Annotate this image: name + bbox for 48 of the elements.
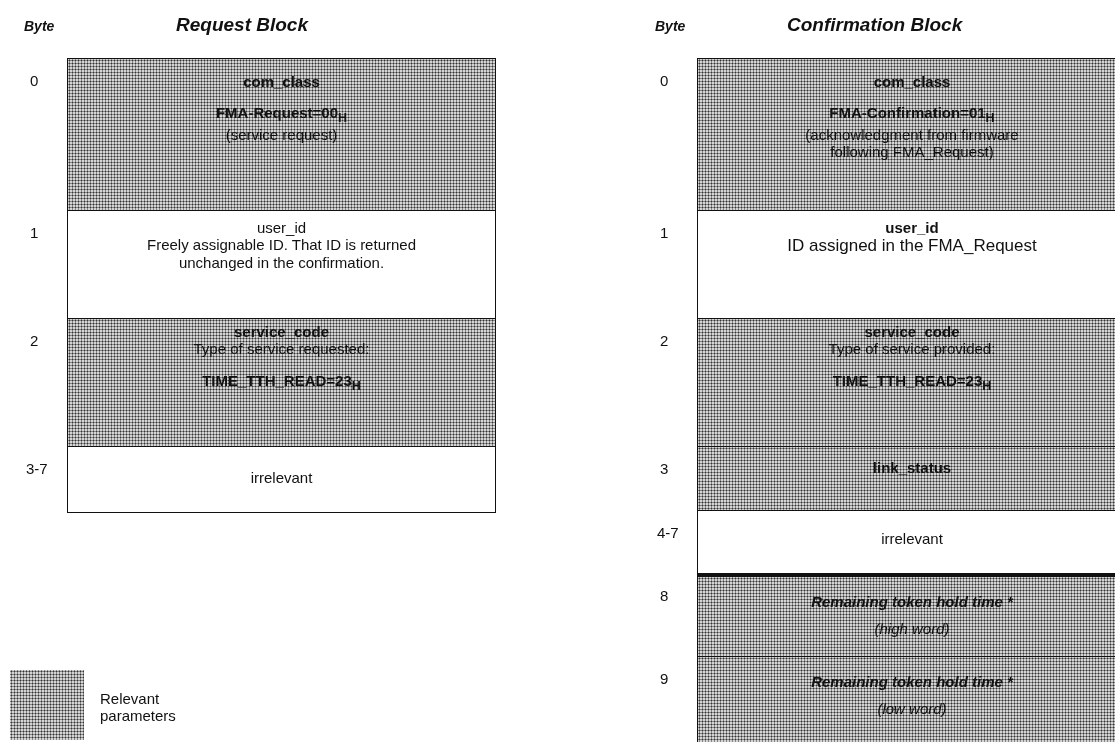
- field-name: user_id: [256, 219, 307, 237]
- field-description: TIME_TTH_READ=23$_{H}$: [202, 371, 361, 393]
- field-box: [67, 210, 496, 319]
- field-box: [67, 446, 496, 513]
- field-name: user_id: [885, 219, 939, 237]
- shaded-field-box: [67, 318, 496, 447]
- field-name: link_status: [872, 459, 952, 477]
- shaded-field-box: [697, 573, 1115, 657]
- legend-label: Relevant parameters: [100, 690, 177, 724]
- byte-number: 2: [30, 332, 39, 349]
- field-description: Type of service provided:: [828, 340, 996, 358]
- byte-number: 1: [30, 224, 39, 241]
- field-description: Freely assignable ID. That ID is returned unchanged in the confirmation.: [146, 236, 417, 271]
- column-heading: Byte: [655, 18, 686, 34]
- byte-number: 4-7: [657, 524, 679, 541]
- byte-number: 3-7: [26, 460, 48, 477]
- field-name: irrelevant: [250, 469, 313, 487]
- byte-number: 1: [660, 224, 669, 241]
- shaded-field-box: [697, 318, 1115, 447]
- shaded-field-box: [697, 656, 1115, 742]
- field-name: service_code: [864, 323, 960, 341]
- field-name: com_class: [243, 73, 320, 91]
- block-title: Request Block: [176, 14, 308, 36]
- shaded-field-box: [697, 446, 1115, 511]
- field-description: ID assigned in the FMA_Request: [787, 236, 1037, 256]
- field-name: irrelevant: [881, 530, 943, 548]
- block-title: Confirmation Block: [787, 14, 963, 36]
- field-description: FMA-Request=00$_{H}$: [215, 104, 348, 126]
- shaded-field-box: [67, 58, 496, 211]
- field-name: Remaining token hold time *: [811, 593, 1013, 611]
- field-name: Remaining token hold time *: [811, 673, 1013, 691]
- byte-number: 2: [660, 332, 669, 349]
- field-description: TIME_TTH_READ=23$_{H}$: [832, 371, 992, 393]
- byte-number: 8: [660, 587, 669, 604]
- byte-number: 9: [660, 670, 669, 687]
- field-description: (service request): [225, 125, 338, 143]
- byte-number: 0: [30, 72, 39, 89]
- shaded-field-box: [697, 58, 1115, 211]
- field-description: (high word): [874, 620, 950, 638]
- byte-number: 3: [660, 460, 669, 477]
- field-description: Type of service requested:: [193, 340, 370, 358]
- field-description: FMA-Confirmation=01$_{H}$: [829, 104, 995, 126]
- field-name: com_class: [873, 73, 951, 91]
- byte-number: 0: [660, 72, 669, 89]
- column-heading: Byte: [24, 18, 55, 34]
- field-name: service_code: [233, 323, 330, 341]
- field-description: (low word): [877, 700, 947, 718]
- field-description: (acknowledgment from firmware following FMA_Request): [804, 125, 1020, 161]
